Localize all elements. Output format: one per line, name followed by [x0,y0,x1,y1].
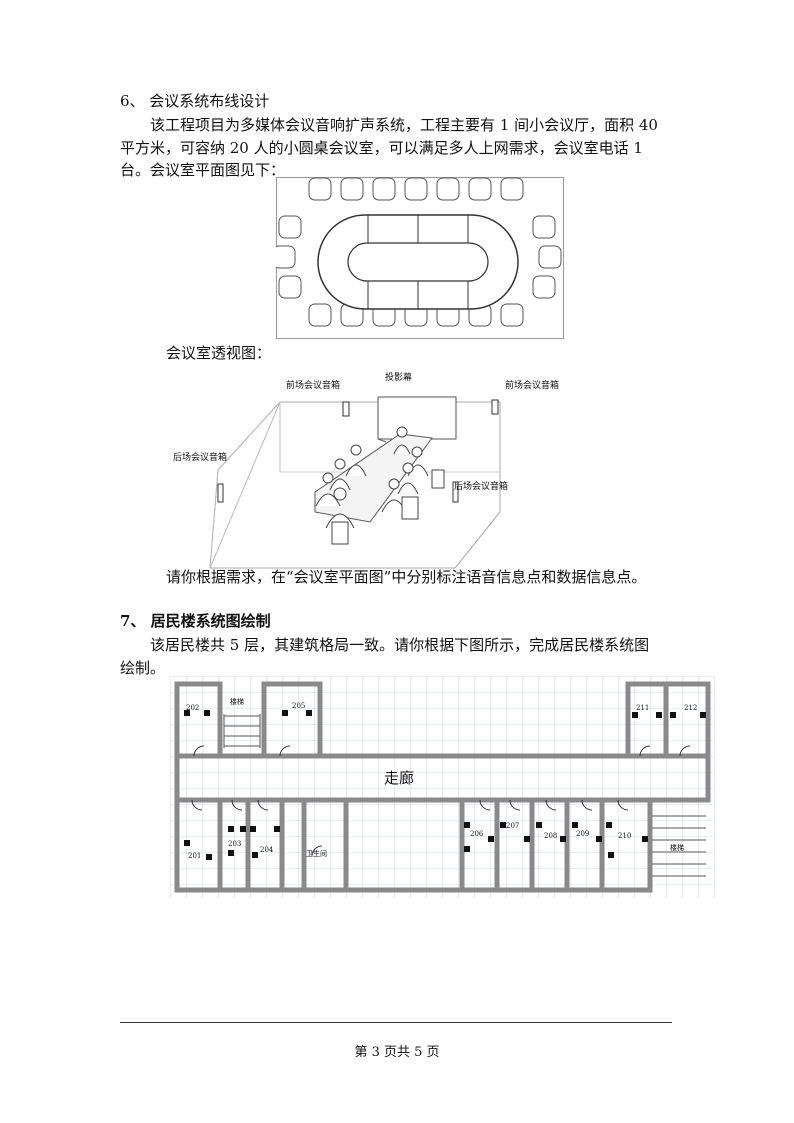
corridor-label: 走廊 [384,769,415,787]
room-label: 202 [186,704,200,712]
label-screen: 投影幕 [385,373,413,383]
room-label: 209 [576,830,590,838]
room-label: 207 [506,822,520,830]
meeting-room-plan [276,177,564,339]
chair [308,303,332,327]
chair [468,177,492,201]
room-label: 206 [470,830,484,838]
restroom-label: 卫生间 [306,850,327,858]
room-label: 208 [544,832,558,840]
room-label: 204 [260,846,274,854]
residential-floor-plan: 楼梯 楼梯 走廊 卫生间 202 205 211 212 201 203 204… [170,676,716,898]
section6-instruction: 请你根据需求，在“会议室平面图”中分别标注语音信息点和数据信息点。 [166,568,647,586]
chair [532,275,556,299]
perspective-caption: 会议室透视图： [166,344,272,362]
label-front-right-speaker: 前场会议音箱 [505,381,560,391]
stair-label-right: 楼梯 [670,844,684,852]
room-label: 212 [684,704,698,712]
chair [404,177,428,201]
room-label: 205 [292,702,306,710]
section7-para-line2: 绘制。 [120,659,166,677]
section7-para-line1: 该居民楼共 5 层，其建筑格局一致。请你根据下图所示，完成居民楼系统图 [150,636,650,654]
chair [372,177,396,201]
footer-rule [120,1022,672,1023]
label-front-left-speaker: 前场会议音箱 [286,381,341,391]
section6-heading: 6、 会议系统布线设计 [120,92,270,110]
room-label: 210 [618,832,632,840]
chair [500,303,524,327]
chair [308,177,332,201]
label-rear-left-speaker: 后场会议音箱 [173,453,228,463]
section6-para-line2: 平方米，可容纳 20 人的小圆桌会议室，可以满足多人上网需求，会议室电话 1 [120,139,643,157]
section6-para-line1: 该工程项目为多媒体会议音响扩声系统，工程主要有 1 间小会议厅，面积 40 [150,116,658,134]
chair [436,177,460,201]
chair [276,245,296,269]
chair [538,245,562,269]
chair [500,177,524,201]
chair [278,215,302,239]
chair [532,215,556,239]
section7-heading: 7、 居民楼系统图绘制 [120,612,271,630]
section6-para-line3: 台。会议室平面图见下： [120,161,286,179]
chair [278,275,302,299]
room-label: 211 [636,704,650,712]
chair [340,177,364,201]
meeting-room-perspective: 投影幕 前场会议音箱 前场会议音箱 后场会议音箱 后场会议音箱 [170,372,559,572]
page-number: 第 3 页共 5 页 [354,1045,440,1060]
room-label: 203 [228,840,242,848]
room-label: 201 [188,852,202,860]
stair-label-top: 楼梯 [230,698,244,706]
label-rear-right-speaker: 后场会议音箱 [454,482,509,492]
